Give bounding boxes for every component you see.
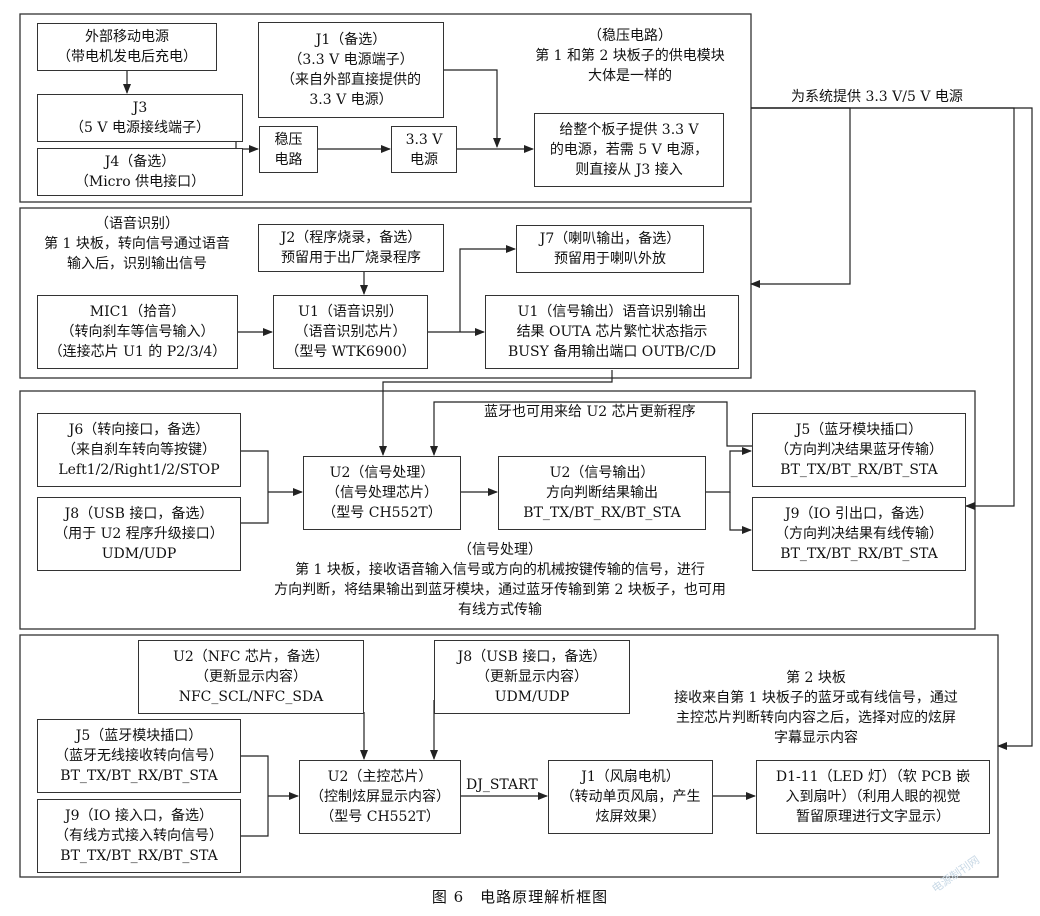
node-j2-programming: J2（程序烧录，备选） 预留用于出厂烧录程序	[258, 224, 444, 272]
edge-j6j8-to-u2	[241, 450, 302, 524]
node-u1-signal-output: U1（信号输出）语音识别输出 结果 OUTA 芯片繁忙状态指示 BUSY 备用输…	[485, 295, 739, 369]
node-u1-voice-chip: U1（语音识别） （语音识别芯片） （型号 WTK6900）	[273, 295, 428, 369]
figure-caption: 图 6 电路原理解析框图	[431, 888, 609, 906]
node-u2-signal-processor: U2（信号处理） （信号处理芯片） （型号 CH552T）	[303, 456, 461, 530]
edge-power-to-led	[751, 107, 1033, 750]
node-j4: J4（备选） （Micro 供电接口）	[37, 148, 243, 196]
edge-j1-to-supply	[444, 69, 501, 148]
note-power: （稳压电路） 第 1 和第 2 块板子的供电模块 大体是一样的	[535, 28, 725, 84]
edge-j5j9-to-u2main	[241, 755, 298, 837]
edge-bt-update	[430, 401, 755, 456]
node-board-supply: 给整个板子提供 3.3 V 的电源，若需 5 V 电源， 则直接从 J3 接入	[534, 113, 724, 187]
node-u2-nfc: U2（NFC 芯片，备选） （更新显示内容） NFC_SCL/NFC_SDA	[138, 640, 364, 714]
node-u2-signal-output: U2（信号输出） 方向判断结果输出 BT_TX/BT_RX/BT_STA	[498, 456, 706, 530]
label-bt-update: 蓝牙也可用来给 U2 芯片更新程序	[484, 404, 696, 420]
label-dj-start: DJ_START	[466, 777, 538, 793]
note-signal-processing: （信号处理） 第 1 块板，接收语音输入信号或方向的机械按键传输的信号，进行 方…	[274, 542, 726, 618]
edge-power-to-voice	[750, 107, 851, 288]
node-j8-usb-update: J8（USB 接口，备选） （更新显示内容） UDM/UDP	[434, 640, 630, 714]
edge-u1-to-j7	[459, 245, 516, 332]
node-j6-turn-input: J6（转向接口，备选） （来自刹车转向等按键） Left1/2/Right1/2…	[37, 413, 241, 487]
node-j1-power-terminal: J1（备选） （3.3 V 电源端子） （来自外部直接提供的 3.3 V 电源）	[258, 22, 444, 118]
edge-u1out-to-u2	[379, 370, 613, 456]
note-voice: （语音识别） 第 1 块板，转向信号通过语音 输入后，识别输出信号	[44, 216, 230, 272]
note-board2: 第 2 块板 接收来自第 1 块板子的蓝牙或有线信号，通过 主控芯片判断转向内容…	[674, 670, 958, 746]
node-j8-usb-upgrade: J8（USB 接口，备选） （用于 U2 程序升级接口） UDM/UDP	[37, 497, 241, 571]
node-external-power: 外部移动电源 （带电机发电后充电）	[37, 23, 217, 71]
node-j3: J3 （5 V 电源接线端子）	[37, 94, 243, 142]
edge-u2out-to-j5	[706, 447, 752, 493]
node-u2-main-controller: U2（主控芯片） （控制炫屏显示内容） （型号 CH552T）	[299, 760, 461, 834]
node-j9-io-output: J9（IO 引出口，备选） （方向判决结果有线传输） BT_TX/BT_RX/B…	[752, 497, 966, 571]
node-j7-speaker: J7（喇叭输出，备选） 预留用于喇叭外放	[516, 225, 704, 273]
section-voice	[19, 207, 752, 379]
section-board2	[19, 634, 999, 878]
node-j5-bluetooth-tx: J5（蓝牙模块插口） （方向判决结果蓝牙传输） BT_TX/BT_RX/BT_S…	[752, 413, 966, 487]
node-j1-fan-motor: J1（风扇电机） （转动单页风扇，产生 炫屏效果）	[548, 760, 713, 834]
section-signal	[19, 390, 976, 630]
node-j5-bluetooth-rx: J5（蓝牙模块插口） （蓝牙无线接收转向信号） BT_TX/BT_RX/BT_S…	[37, 719, 241, 793]
node-led-display: D1-11（LED 灯）（软 PCB 嵌 入到扇叶）（利用人眼的视觉 暂留原理进…	[756, 760, 990, 834]
edge-u2out-to-j9	[729, 492, 752, 534]
node-j9-io-input: J9（IO 接入口，备选） （有线方式接入转向信号） BT_TX/BT_RX/B…	[37, 799, 241, 873]
node-3v3-supply: 3.3 V 电源	[391, 126, 457, 173]
node-regulator: 稳压 电路	[259, 126, 318, 173]
node-mic1: MIC1（拾音） （转向刹车等信号输入） （连接芯片 U1 的 P2/3/4）	[37, 295, 238, 369]
label-power-supply: 为系统提供 3.3 V/5 V 电源	[791, 89, 963, 105]
